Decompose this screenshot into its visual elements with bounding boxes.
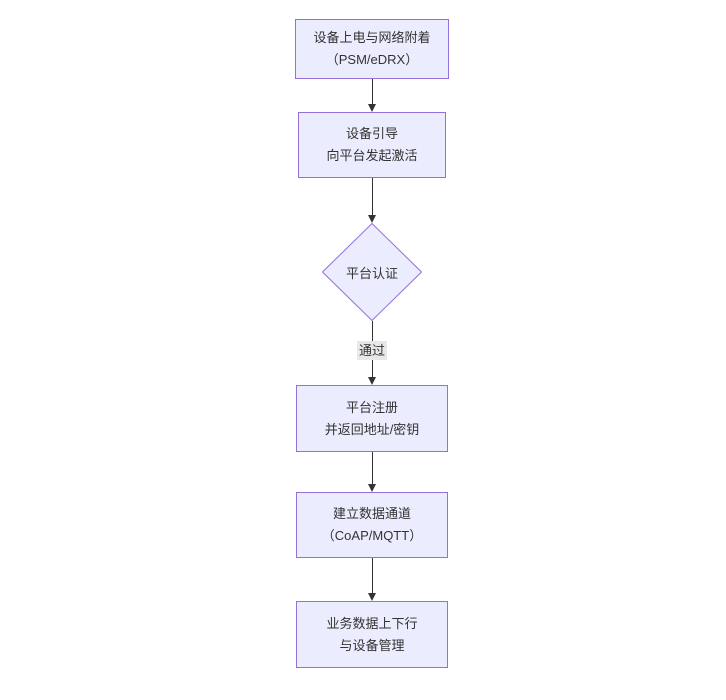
- arrow-down-icon: [368, 593, 376, 601]
- edge-bootstrap-to-auth: [362, 178, 382, 223]
- node-label-line: 设备上电与网络附着: [313, 30, 431, 45]
- arrow-down-icon: [368, 215, 376, 223]
- node-label-line: 设备引导: [345, 126, 398, 141]
- edge-label-pass: 通过: [356, 341, 388, 360]
- node-label-line: （CoAP/MQTT）: [321, 528, 423, 543]
- node-label-line: 平台注册: [345, 399, 398, 415]
- edge-auth-to-register: 通过: [356, 321, 388, 385]
- node-label-line: 建立数据通道: [332, 506, 411, 521]
- flow-node-power-attach: 设备上电与网络附着 （PSM/eDRX）: [295, 19, 449, 79]
- edge-line: [371, 79, 373, 104]
- diamond-shape: [322, 223, 422, 321]
- flowchart-column: 设备上电与网络附着 （PSM/eDRX） 设备引导 向平台发起激活 平台认证 通…: [295, 19, 449, 668]
- node-label-line: 与设备管理: [339, 637, 405, 653]
- flow-node-auth-decision: 平台认证: [322, 223, 422, 321]
- edge-line: [371, 178, 373, 215]
- node-label-line: 业务数据上下行: [326, 615, 418, 631]
- edge-line: [371, 452, 373, 484]
- flow-node-business: 业务数据上下行 与设备管理: [296, 601, 448, 668]
- edge-register-to-channel: [362, 452, 382, 492]
- edge-power-to-bootstrap: [362, 79, 382, 112]
- arrow-down-icon: [368, 377, 376, 385]
- flow-node-channel: 建立数据通道 （CoAP/MQTT）: [296, 492, 448, 558]
- edge-channel-to-business: [362, 558, 382, 601]
- node-label-line: 平台认证: [345, 265, 398, 281]
- edge-line: [371, 558, 373, 593]
- node-label-line: （PSM/eDRX）: [325, 52, 419, 67]
- arrow-down-icon: [368, 484, 376, 492]
- flow-node-bootstrap: 设备引导 向平台发起激活: [298, 112, 446, 178]
- node-label-line: 向平台发起激活: [326, 148, 418, 163]
- node-label-line: 并返回地址/密钥: [324, 421, 420, 437]
- flow-node-register: 平台注册 并返回地址/密钥: [296, 385, 448, 452]
- arrow-down-icon: [368, 104, 376, 112]
